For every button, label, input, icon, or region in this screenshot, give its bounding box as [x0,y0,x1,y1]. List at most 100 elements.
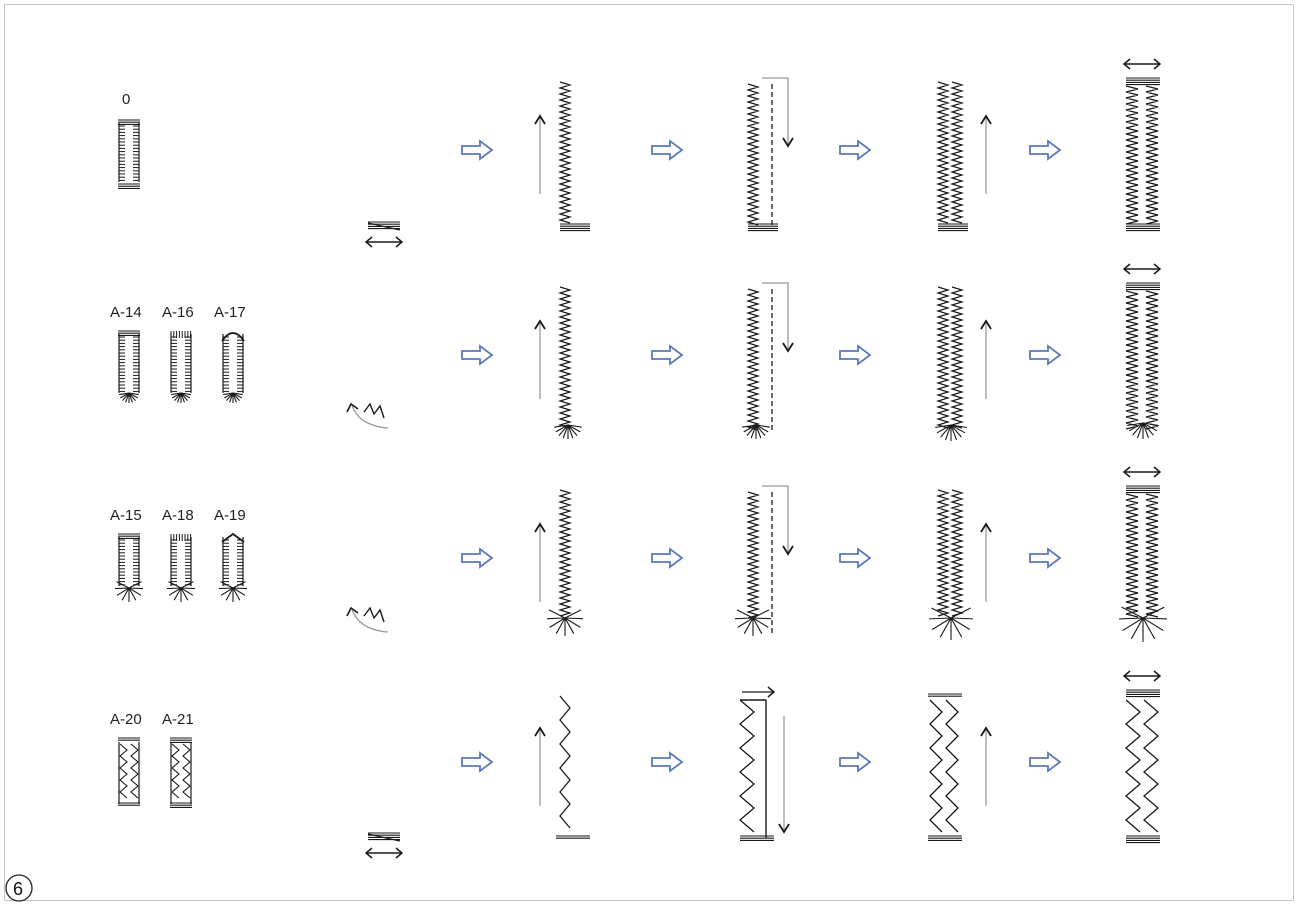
fan-stitch [128,587,142,596]
arrow-head [980,319,992,330]
arrow-head [782,545,794,556]
stitch-direction-arrow-icon [980,319,992,399]
fan-stitch [950,424,962,438]
fan-stitch [567,424,574,439]
fan-stitch [752,617,763,634]
width-arrow-icon [1122,263,1162,275]
arrow-head [534,726,546,737]
fan-stitch [734,617,754,620]
stitch-step-2 [745,77,794,232]
fan-stitch [750,424,757,439]
fan-stitch [232,392,242,399]
round-end [119,392,139,403]
width-head-right [1153,466,1162,478]
fan-stitch [232,581,246,589]
fan-stitch [1132,422,1144,436]
fan-stitch [743,617,754,634]
stitch-direction-arrow-icon [534,319,546,399]
presser-foot-straight-icon [364,832,404,859]
keyhole-end [928,607,974,640]
arrow-head [980,114,992,125]
step-arrow-icon [461,547,494,569]
bartack [556,835,590,839]
stitch-step-3 [928,489,992,640]
step-arrow-shape [1029,344,1062,366]
width-head-left [364,236,373,248]
fan-stitch [558,424,569,437]
keyhole-end [1118,606,1168,642]
stretch-right [182,743,191,799]
satin-column [745,83,761,226]
fan-stitch [562,424,569,439]
step-arrow-icon [651,547,684,569]
bartack [1126,77,1160,86]
keyhole-end [114,581,144,602]
fan-stitch [128,581,142,589]
fan-stitch [128,392,139,396]
pattern-label: A-17 [214,304,246,321]
bartack [118,330,140,336]
foot-bartack [368,221,400,230]
fan-stitch [166,587,182,590]
fan-stitch [180,392,188,401]
satin-column [935,286,951,429]
fan-stitch [218,587,234,590]
fan-stitch [1122,617,1144,632]
stitch-step-4 [1122,58,1162,232]
foot-curve-head [346,606,359,617]
bartack [118,533,140,539]
keyhole-end [166,581,196,602]
fan-stitch [232,587,248,590]
buttonhole-pattern-icon [118,330,140,403]
presser-foot-curved-icon [346,606,389,633]
stitch-step-3 [928,693,992,841]
buttonhole-pattern-icon [118,119,140,189]
fan-stitch [224,392,234,399]
bartack [1126,223,1160,232]
fan-stitch [755,424,762,439]
width-arrow-icon [1122,670,1162,682]
satin-column [1125,493,1139,618]
stitch-step-2 [742,282,794,439]
bartack [748,223,778,232]
arrow-head [782,342,794,353]
fan-stitch [116,581,130,589]
bartack [170,737,192,743]
fan-stitch [940,424,952,438]
arrow-head [534,114,546,125]
fan-stitch [950,607,971,619]
fan-stitch [220,587,234,596]
step-arrow-shape [1029,547,1062,569]
fan-stitch [564,617,581,628]
fan-stitch [567,424,578,437]
bartack [118,119,140,125]
step-arrow-icon [461,751,494,773]
fan-stitch [554,424,569,428]
round-end [935,424,967,441]
guide-line [762,485,789,552]
foot-curve-head [346,402,359,413]
fan-stitch [755,424,769,433]
round-end [742,424,770,439]
step-arrow-shape [461,139,494,161]
fan-stitch [180,587,196,590]
step-arrow-shape [839,139,872,161]
width-head-right [1153,58,1162,70]
fan-stitch [1130,617,1144,640]
fan-stitch [752,617,772,620]
pattern-label: A-19 [214,507,246,524]
stitch-step-4 [1122,670,1162,844]
fan-stitch [549,617,566,628]
right-arrow-head [767,686,776,698]
guide-line [762,77,789,144]
foot-curve [351,405,389,429]
round-end [554,424,582,439]
fan-stitch [950,424,967,429]
stitch-direction-arrow-icon [980,726,992,806]
fan-stitch [114,587,130,590]
stitch-step-1 [534,695,590,839]
fan-stitch [177,392,182,403]
